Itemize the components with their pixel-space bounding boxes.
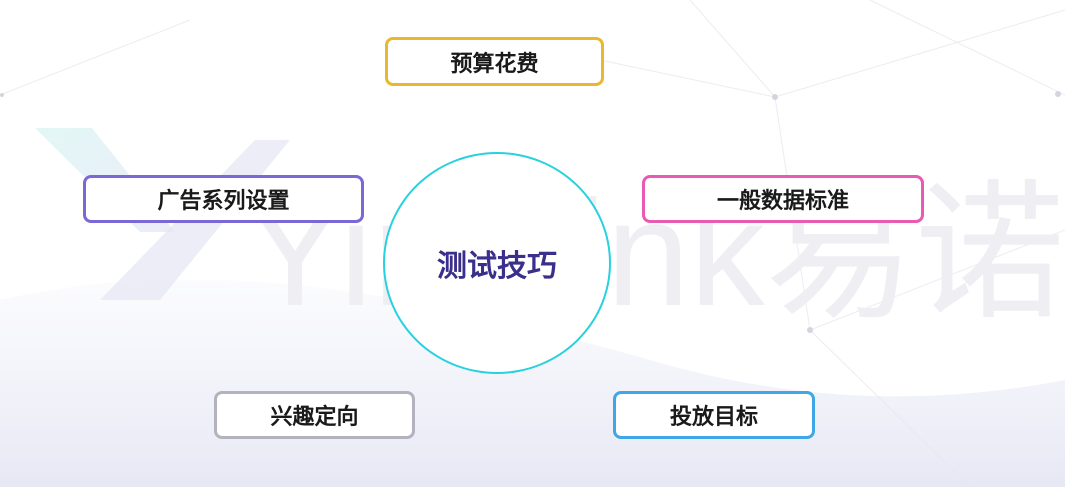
network-dots	[0, 91, 1061, 333]
node-budget-label: 预算花费	[450, 51, 539, 77]
center-circle: 测试技巧	[383, 152, 611, 374]
node-delivery-goal: 投放目标	[613, 391, 815, 439]
node-interest-targeting: 兴趣定向	[214, 391, 415, 439]
node-general-data-standard: 一般数据标准	[642, 175, 924, 223]
node-budget: 预算花费	[385, 37, 604, 86]
node-campaign-settings: 广告系列设置	[83, 175, 364, 223]
center-label: 测试技巧	[437, 249, 557, 284]
node-campaign-settings-label: 广告系列设置	[157, 189, 290, 214]
node-delivery-goal-label: 投放目标	[669, 405, 758, 430]
node-general-data-standard-label: 一般数据标准	[716, 189, 849, 214]
node-interest-targeting-label: 兴趣定向	[270, 405, 359, 430]
